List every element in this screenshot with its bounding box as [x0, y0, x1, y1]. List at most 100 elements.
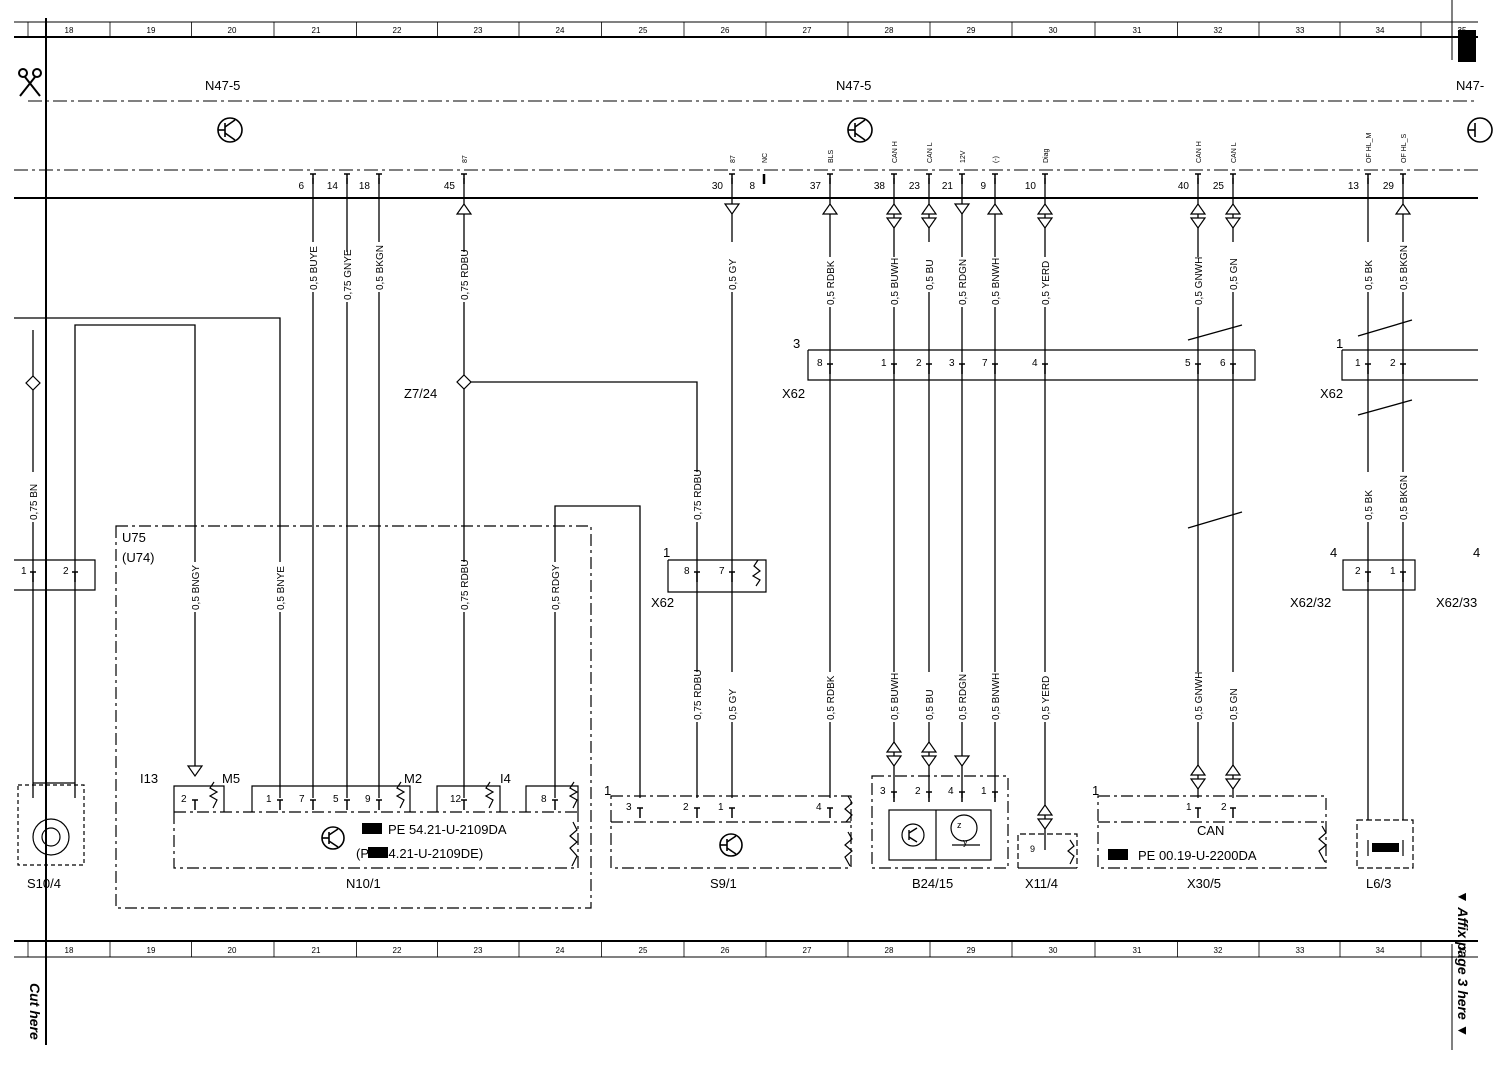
connector-pin-number: 1 — [21, 566, 27, 577]
wire-label: 0,5 RDGY — [551, 564, 562, 610]
pin-signal: CAN H — [1196, 141, 1203, 163]
wire-label: 0,5 BKGN — [1399, 475, 1410, 520]
wire-label: 0,5 BNGY — [191, 565, 202, 610]
connector-pin-number: 8 — [684, 566, 690, 577]
pin-number: 40 — [1178, 181, 1190, 192]
wire-label: 0,5 BUYE — [309, 246, 320, 290]
connector-pin-number: 2 — [181, 794, 187, 805]
connector-pin-number: 8 — [817, 358, 823, 369]
connector-pin-number: 3 — [949, 358, 955, 369]
column-number: 23 — [474, 26, 483, 35]
connector-pin-number: 1 — [1390, 566, 1396, 577]
connector-pin-number: 5 — [1185, 358, 1191, 369]
wire-label: 0,75 RDBU — [460, 559, 471, 610]
s9-number: 1 — [604, 783, 611, 798]
column-number: 21 — [312, 26, 321, 35]
pin-number: 23 — [909, 181, 921, 192]
x62-33-number: 4 — [1473, 545, 1480, 560]
column-number: 29 — [967, 946, 976, 955]
module-u74: (U74) — [122, 550, 155, 565]
component-s10-4: S10/4 — [27, 876, 61, 891]
pin-signal: Diag — [1043, 148, 1050, 163]
component-n47-5-right: N47- — [1456, 78, 1484, 93]
column-number: 27 — [803, 26, 812, 35]
column-number: 26 — [721, 946, 730, 955]
wire-label: 0,75 RDBU — [693, 469, 704, 520]
wire-label: 0,5 GN — [1229, 258, 1240, 290]
pin-number: 10 — [1025, 181, 1037, 192]
wire-label: 0,5 RDGN — [958, 674, 969, 720]
pin-number: 25 — [1213, 181, 1225, 192]
wire-label: 0,5 GN — [1229, 688, 1240, 720]
n10-reference-2: (PE 54.21-U-2109DE) — [356, 846, 483, 861]
x62-main-label: X62 — [782, 386, 805, 401]
wire-label: 0,75 RDBU — [693, 669, 704, 720]
pin-signal: CAN H — [892, 141, 899, 163]
pin-number: 38 — [874, 181, 886, 192]
column-number: 33 — [1296, 26, 1305, 35]
x30-reference: PE 00.19-U-2200DA — [1138, 848, 1257, 863]
pin-number: 29 — [1383, 181, 1395, 192]
wire-label: 0,5 RDBK — [826, 675, 837, 720]
column-number: 20 — [228, 946, 237, 955]
wire-label: 0,5 GY — [728, 689, 739, 720]
column-number: 25 — [639, 26, 648, 35]
wire-label: 0,5 GNWH — [1194, 672, 1205, 720]
cut-here-note: Cut here — [27, 983, 43, 1040]
wire-label: 0,5 BKGN — [375, 245, 386, 290]
pin-signal: CAN L — [927, 142, 934, 163]
scissors-icon — [18, 68, 42, 97]
n10-i4: I4 — [500, 771, 511, 786]
x62-small-label: X62 — [651, 595, 674, 610]
pin-number: 9 — [980, 181, 986, 192]
reference-icon — [1108, 849, 1128, 860]
x62-32-label: X62/32 — [1290, 595, 1331, 610]
connector-pin-number: 4 — [1032, 358, 1038, 369]
module-u75: U75 — [122, 530, 146, 545]
x62-right-label: X62 — [1320, 386, 1343, 401]
pin-number: 13 — [1348, 181, 1360, 192]
column-number: 30 — [1049, 946, 1058, 955]
connector-pin-number: 1 — [981, 786, 987, 797]
pin-signal: 12V — [960, 150, 967, 163]
transistor-icon — [719, 833, 743, 857]
affix-page-note: ▼ Affix page 3 here ▼ — [1455, 890, 1471, 1038]
wire-label: 0,5 BK — [1364, 260, 1375, 290]
column-number: 32 — [1214, 26, 1223, 35]
connector-pin-number: 9 — [365, 794, 371, 805]
pin-number: 45 — [444, 181, 456, 192]
connector-pin-number: 1 — [881, 358, 887, 369]
pin-signal: CAN L — [1231, 142, 1238, 163]
connector-pin-number: 8 — [541, 794, 547, 805]
n10-m2: M2 — [404, 771, 422, 786]
sensor-icon — [908, 827, 918, 843]
pin-number: 37 — [810, 181, 822, 192]
column-number: 20 — [228, 26, 237, 35]
x30-can: CAN — [1197, 823, 1224, 838]
pin-number: 14 — [327, 181, 339, 192]
pin-number: 8 — [749, 181, 755, 192]
column-number: 35 — [1458, 946, 1467, 955]
n10-m5: M5 — [222, 771, 240, 786]
wire-label: 0,75 BN — [29, 484, 40, 520]
connector-pin-number: 2 — [1355, 566, 1361, 577]
connector-pin-number: 1 — [1355, 358, 1361, 369]
connector-pin-number: 3 — [626, 802, 632, 813]
x11-pin: 9 — [1030, 844, 1035, 854]
connector-pin-number: 1 — [266, 794, 272, 805]
connector-pin-number: 5 — [333, 794, 339, 805]
reference-icon — [362, 823, 382, 834]
column-number: 35 — [1458, 26, 1467, 35]
column-number: 18 — [65, 946, 74, 955]
wire-label: 0,5 YERD — [1041, 261, 1052, 305]
column-number: 31 — [1133, 946, 1142, 955]
component-l6-3: L6/3 — [1366, 876, 1391, 891]
pin-signal: 87 — [462, 155, 469, 163]
b24-z: z — [957, 820, 962, 830]
column-number: 18 — [65, 26, 74, 35]
x62-32-number: 4 — [1330, 545, 1337, 560]
wire-label: 0,5 GNWH — [1194, 257, 1205, 305]
transistor-icon — [321, 826, 345, 850]
wire-label: 0,75 GNYE — [343, 249, 354, 300]
connector-pin-number: 4 — [816, 802, 822, 813]
